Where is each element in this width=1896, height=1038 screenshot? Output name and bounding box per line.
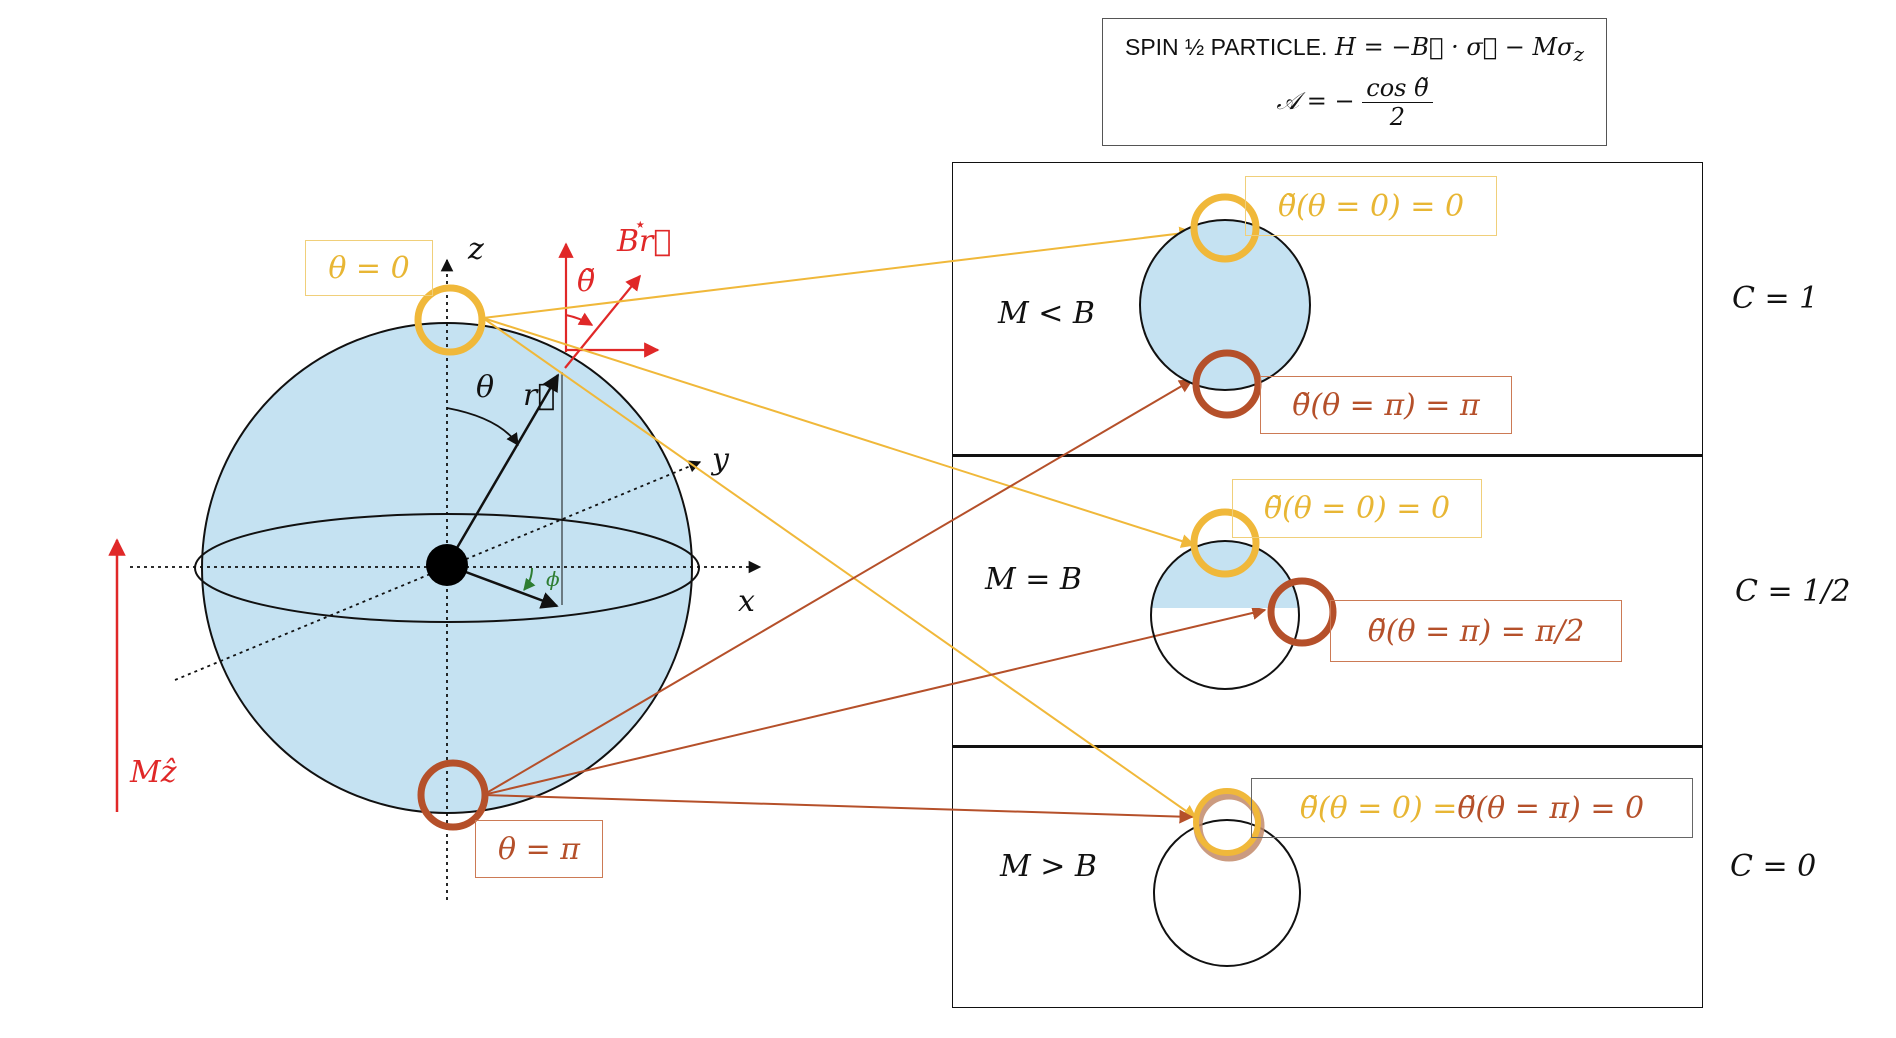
x-axis-label: x bbox=[738, 584, 755, 619]
south-pole-ring bbox=[417, 759, 489, 831]
berry-denominator: 2 bbox=[1389, 102, 1406, 131]
panel3-tag-south-part: θ̃(θ = π) = 0 bbox=[1457, 790, 1645, 826]
b-r-arrow bbox=[564, 274, 641, 369]
north-to-panel2-line bbox=[482, 317, 1196, 548]
origin-dot bbox=[426, 544, 468, 586]
panel2-sphere bbox=[1150, 540, 1300, 690]
panel-divider-1 bbox=[952, 454, 1703, 457]
berry-numerator: cos θ̃ bbox=[1362, 74, 1433, 103]
south-to-panel2-line bbox=[482, 606, 1267, 796]
hamiltonian-formula: H = −B⃗ · σ⃗ − Mσ bbox=[1335, 33, 1574, 61]
panel3-sphere bbox=[1153, 819, 1301, 967]
berry-connection-line: 𝒜 = − cos θ̃ 2 bbox=[1103, 74, 1606, 131]
panel-frame bbox=[952, 162, 1703, 1008]
theta-label: θ bbox=[476, 370, 495, 405]
r-vector-arrow bbox=[445, 373, 560, 566]
y-axis-label: y bbox=[712, 442, 729, 477]
hamiltonian-line: SPIN ½ PARTICLE. H = −B⃗ · σ⃗ − Mσz bbox=[1103, 33, 1606, 66]
panel1-bottom-tag: θ̃(θ = π) = π bbox=[1260, 376, 1512, 434]
theta-tilde-label: θ̃ bbox=[577, 264, 596, 299]
theta-arc bbox=[446, 407, 519, 447]
z-axis-label: z bbox=[468, 232, 484, 267]
b-r-label: Br⃗ bbox=[617, 224, 672, 259]
panel1-top-tag: θ̃(θ = 0) = 0 bbox=[1245, 176, 1497, 236]
panel3-condition: M > B bbox=[1000, 849, 1097, 884]
b-star-mark: ⋆ bbox=[634, 212, 647, 236]
south-to-panel3-line bbox=[482, 794, 1194, 824]
panel2-top-ring bbox=[1190, 508, 1260, 578]
panel3-tag-north-part: θ̃(θ = 0) = bbox=[1299, 790, 1458, 826]
panel1-chern-number: C = 1 bbox=[1732, 281, 1819, 316]
panel3-yellow-ring bbox=[1193, 788, 1261, 856]
phi-arc bbox=[523, 567, 536, 591]
r-vector-label: r⃗ bbox=[523, 378, 556, 413]
panel2-side-ring bbox=[1267, 577, 1337, 647]
theta-tilde-arc bbox=[565, 312, 594, 326]
panel2-side-tag: θ̃(θ = π) = π/2 bbox=[1330, 600, 1622, 662]
hamiltonian-subscript: z bbox=[1573, 41, 1585, 66]
north-pole-tag: θ = 0 bbox=[305, 240, 433, 296]
north-pole-ring bbox=[414, 284, 486, 356]
panel1-condition: M < B bbox=[998, 296, 1095, 331]
panel3-combined-tag: θ̃(θ = 0) = θ̃(θ = π) = 0 bbox=[1251, 778, 1693, 838]
phi-label: ϕ bbox=[546, 567, 560, 591]
panel2-chern-number: C = 1/2 bbox=[1735, 574, 1851, 609]
north-to-panel3-line bbox=[482, 317, 1198, 819]
panel1-sphere bbox=[1139, 219, 1311, 391]
particle-text: SPIN ½ PARTICLE. bbox=[1124, 34, 1328, 60]
berry-lhs: 𝒜 = − bbox=[1276, 86, 1355, 115]
mz-label: Mẑ bbox=[130, 755, 177, 790]
berry-fraction: cos θ̃ 2 bbox=[1362, 74, 1433, 131]
panel1-bottom-ring bbox=[1192, 349, 1262, 419]
south-pole-tag: θ = π bbox=[475, 820, 603, 878]
panel2-top-tag: θ̃(θ = 0) = 0 bbox=[1232, 479, 1482, 538]
panel1-top-ring bbox=[1190, 193, 1260, 263]
hamiltonian-box: SPIN ½ PARTICLE. H = −B⃗ · σ⃗ − Mσz 𝒜 = … bbox=[1102, 18, 1607, 146]
panel2-condition: M = B bbox=[985, 562, 1082, 597]
panel-divider-2 bbox=[952, 745, 1703, 748]
panel3-chern-number: C = 0 bbox=[1730, 849, 1817, 884]
north-to-panel1-line bbox=[482, 226, 1194, 319]
south-to-panel1-line bbox=[482, 379, 1194, 796]
